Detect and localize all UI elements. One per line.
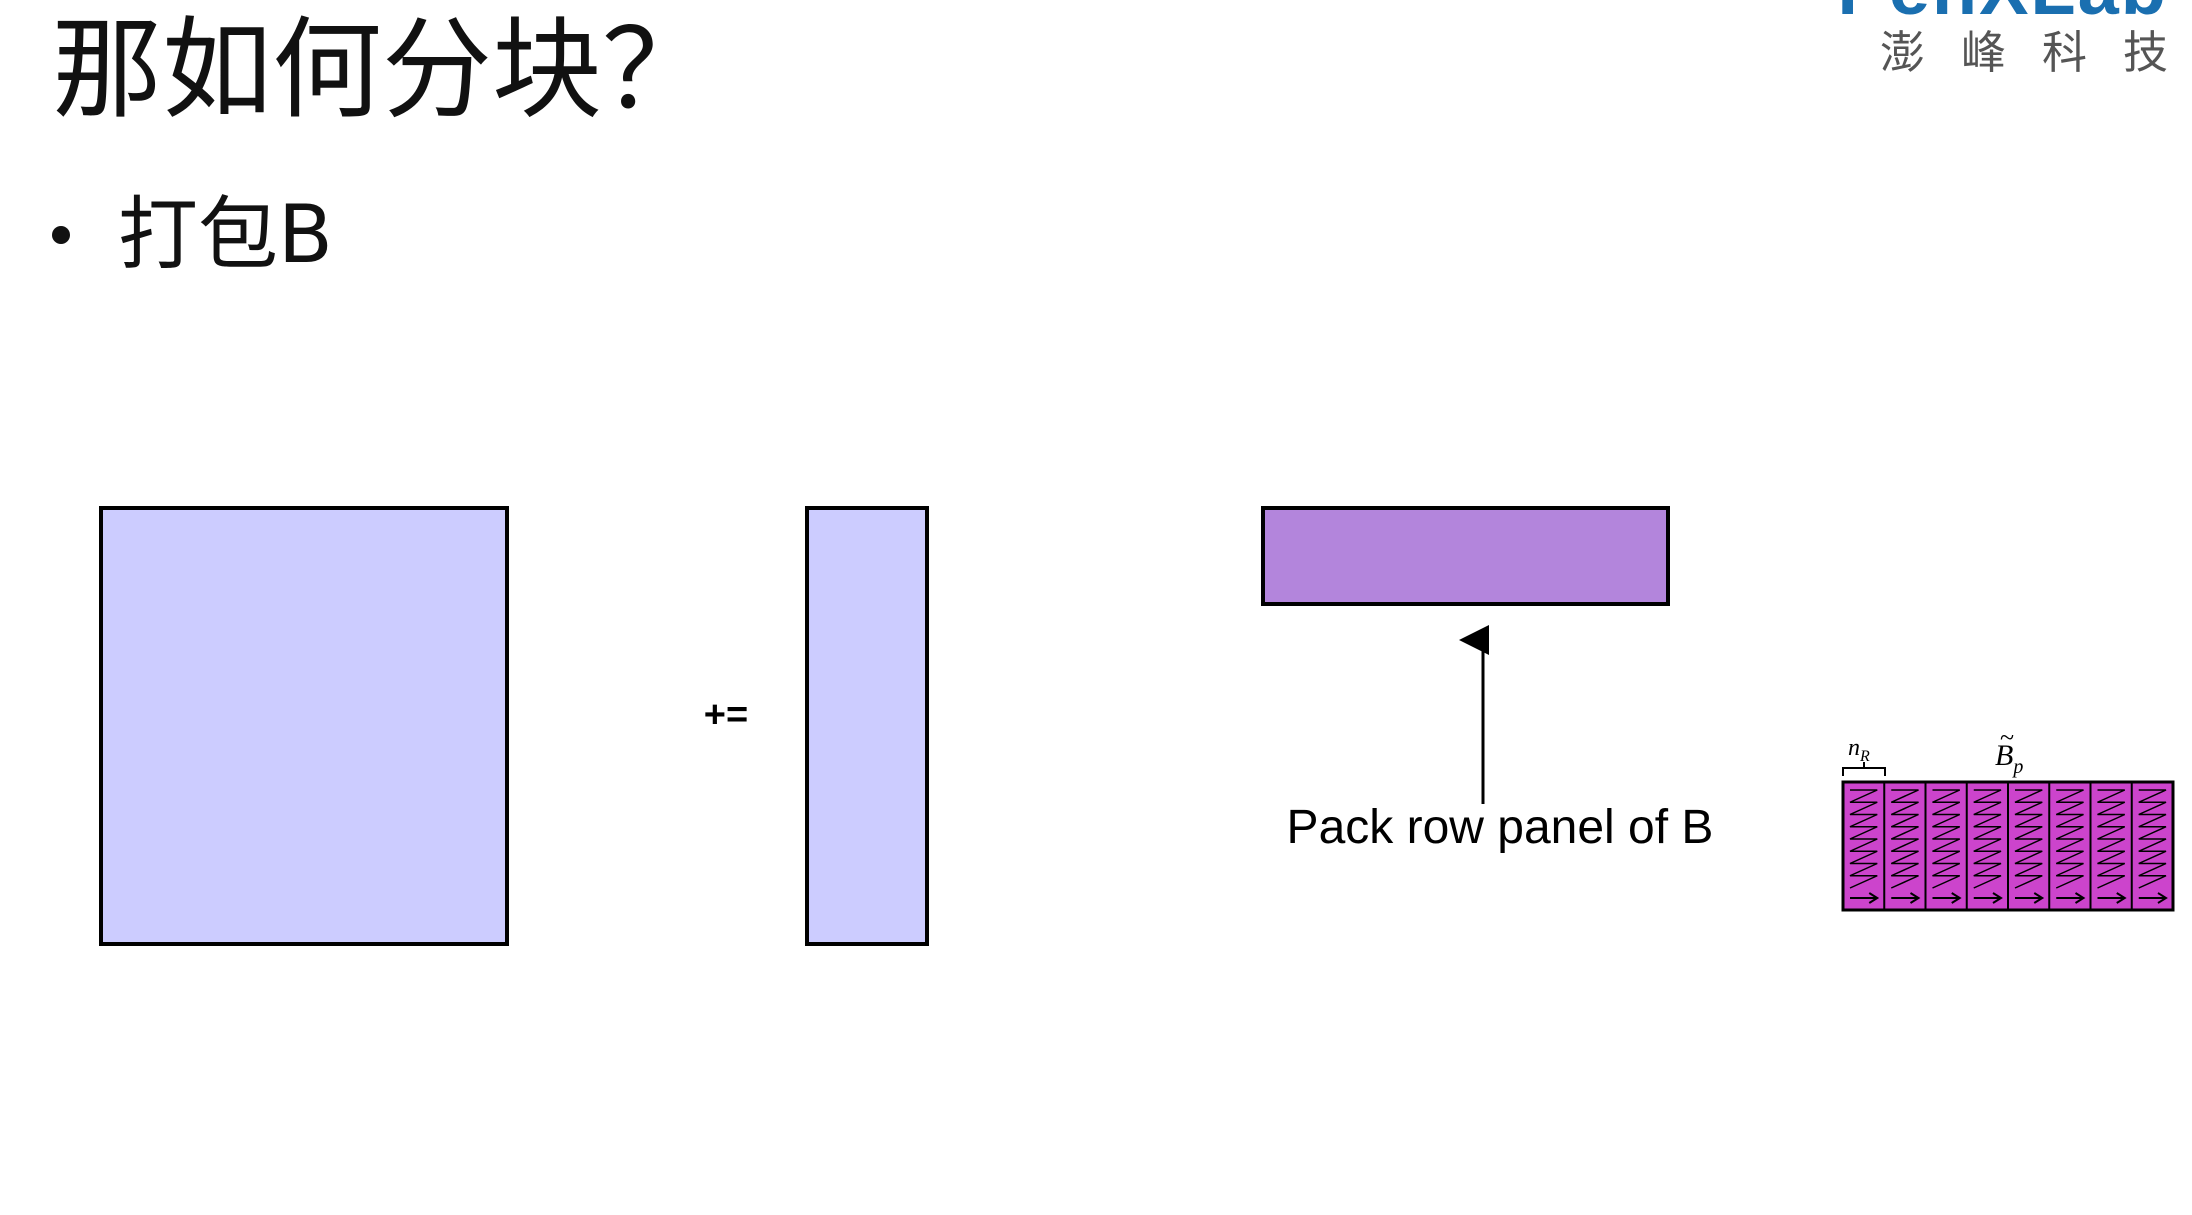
pack-caption: Pack row panel of B bbox=[1287, 801, 1714, 854]
packed-column-zigzag bbox=[2014, 789, 2043, 889]
slide-title: 那如何分块？ bbox=[52, 6, 712, 134]
bullet-text: 打包B bbox=[118, 188, 333, 281]
packed-column-zigzag bbox=[1932, 789, 1961, 889]
matrix-a-column-panel bbox=[805, 506, 929, 946]
matrix-c-block bbox=[99, 506, 509, 946]
packed-column-zigzag bbox=[1973, 789, 2002, 889]
bp-tilde: ~ bbox=[2000, 723, 2014, 752]
packed-column-arrow bbox=[2056, 892, 2086, 904]
packed-column-zigzag bbox=[2097, 789, 2126, 889]
packed-column-arrow bbox=[1973, 892, 2003, 904]
nr-brace bbox=[1842, 762, 1886, 776]
bullet-item: 打包B bbox=[52, 185, 333, 285]
logo-chinese-name: 澎峰科技 bbox=[1879, 26, 2192, 79]
b-row-panel bbox=[1261, 506, 1670, 606]
company-logo: PenXLab 澎峰科技 bbox=[1837, 0, 2168, 80]
packed-column-zigzag bbox=[1890, 789, 1919, 889]
packed-column-arrow bbox=[2015, 892, 2045, 904]
packed-column-zigzag bbox=[2055, 789, 2084, 889]
packed-column-arrow bbox=[1891, 892, 1921, 904]
packed-column-arrow bbox=[2138, 892, 2168, 904]
plus-equals-operator: += bbox=[704, 694, 748, 736]
packed-column-zigzag bbox=[1849, 789, 1878, 889]
nr-label: nR bbox=[1848, 735, 1870, 765]
packed-column-arrow bbox=[2097, 892, 2127, 904]
packed-column-zigzag bbox=[2138, 789, 2167, 889]
packed-buffer-columns bbox=[1849, 782, 2168, 910]
bullet-dot-icon bbox=[52, 226, 70, 244]
packed-column-arrow bbox=[1932, 892, 1962, 904]
bp-label: Bp bbox=[1995, 739, 2023, 778]
logo-wordmark: PenXLab bbox=[1837, 0, 2168, 26]
packed-column-arrow bbox=[1850, 892, 1880, 904]
